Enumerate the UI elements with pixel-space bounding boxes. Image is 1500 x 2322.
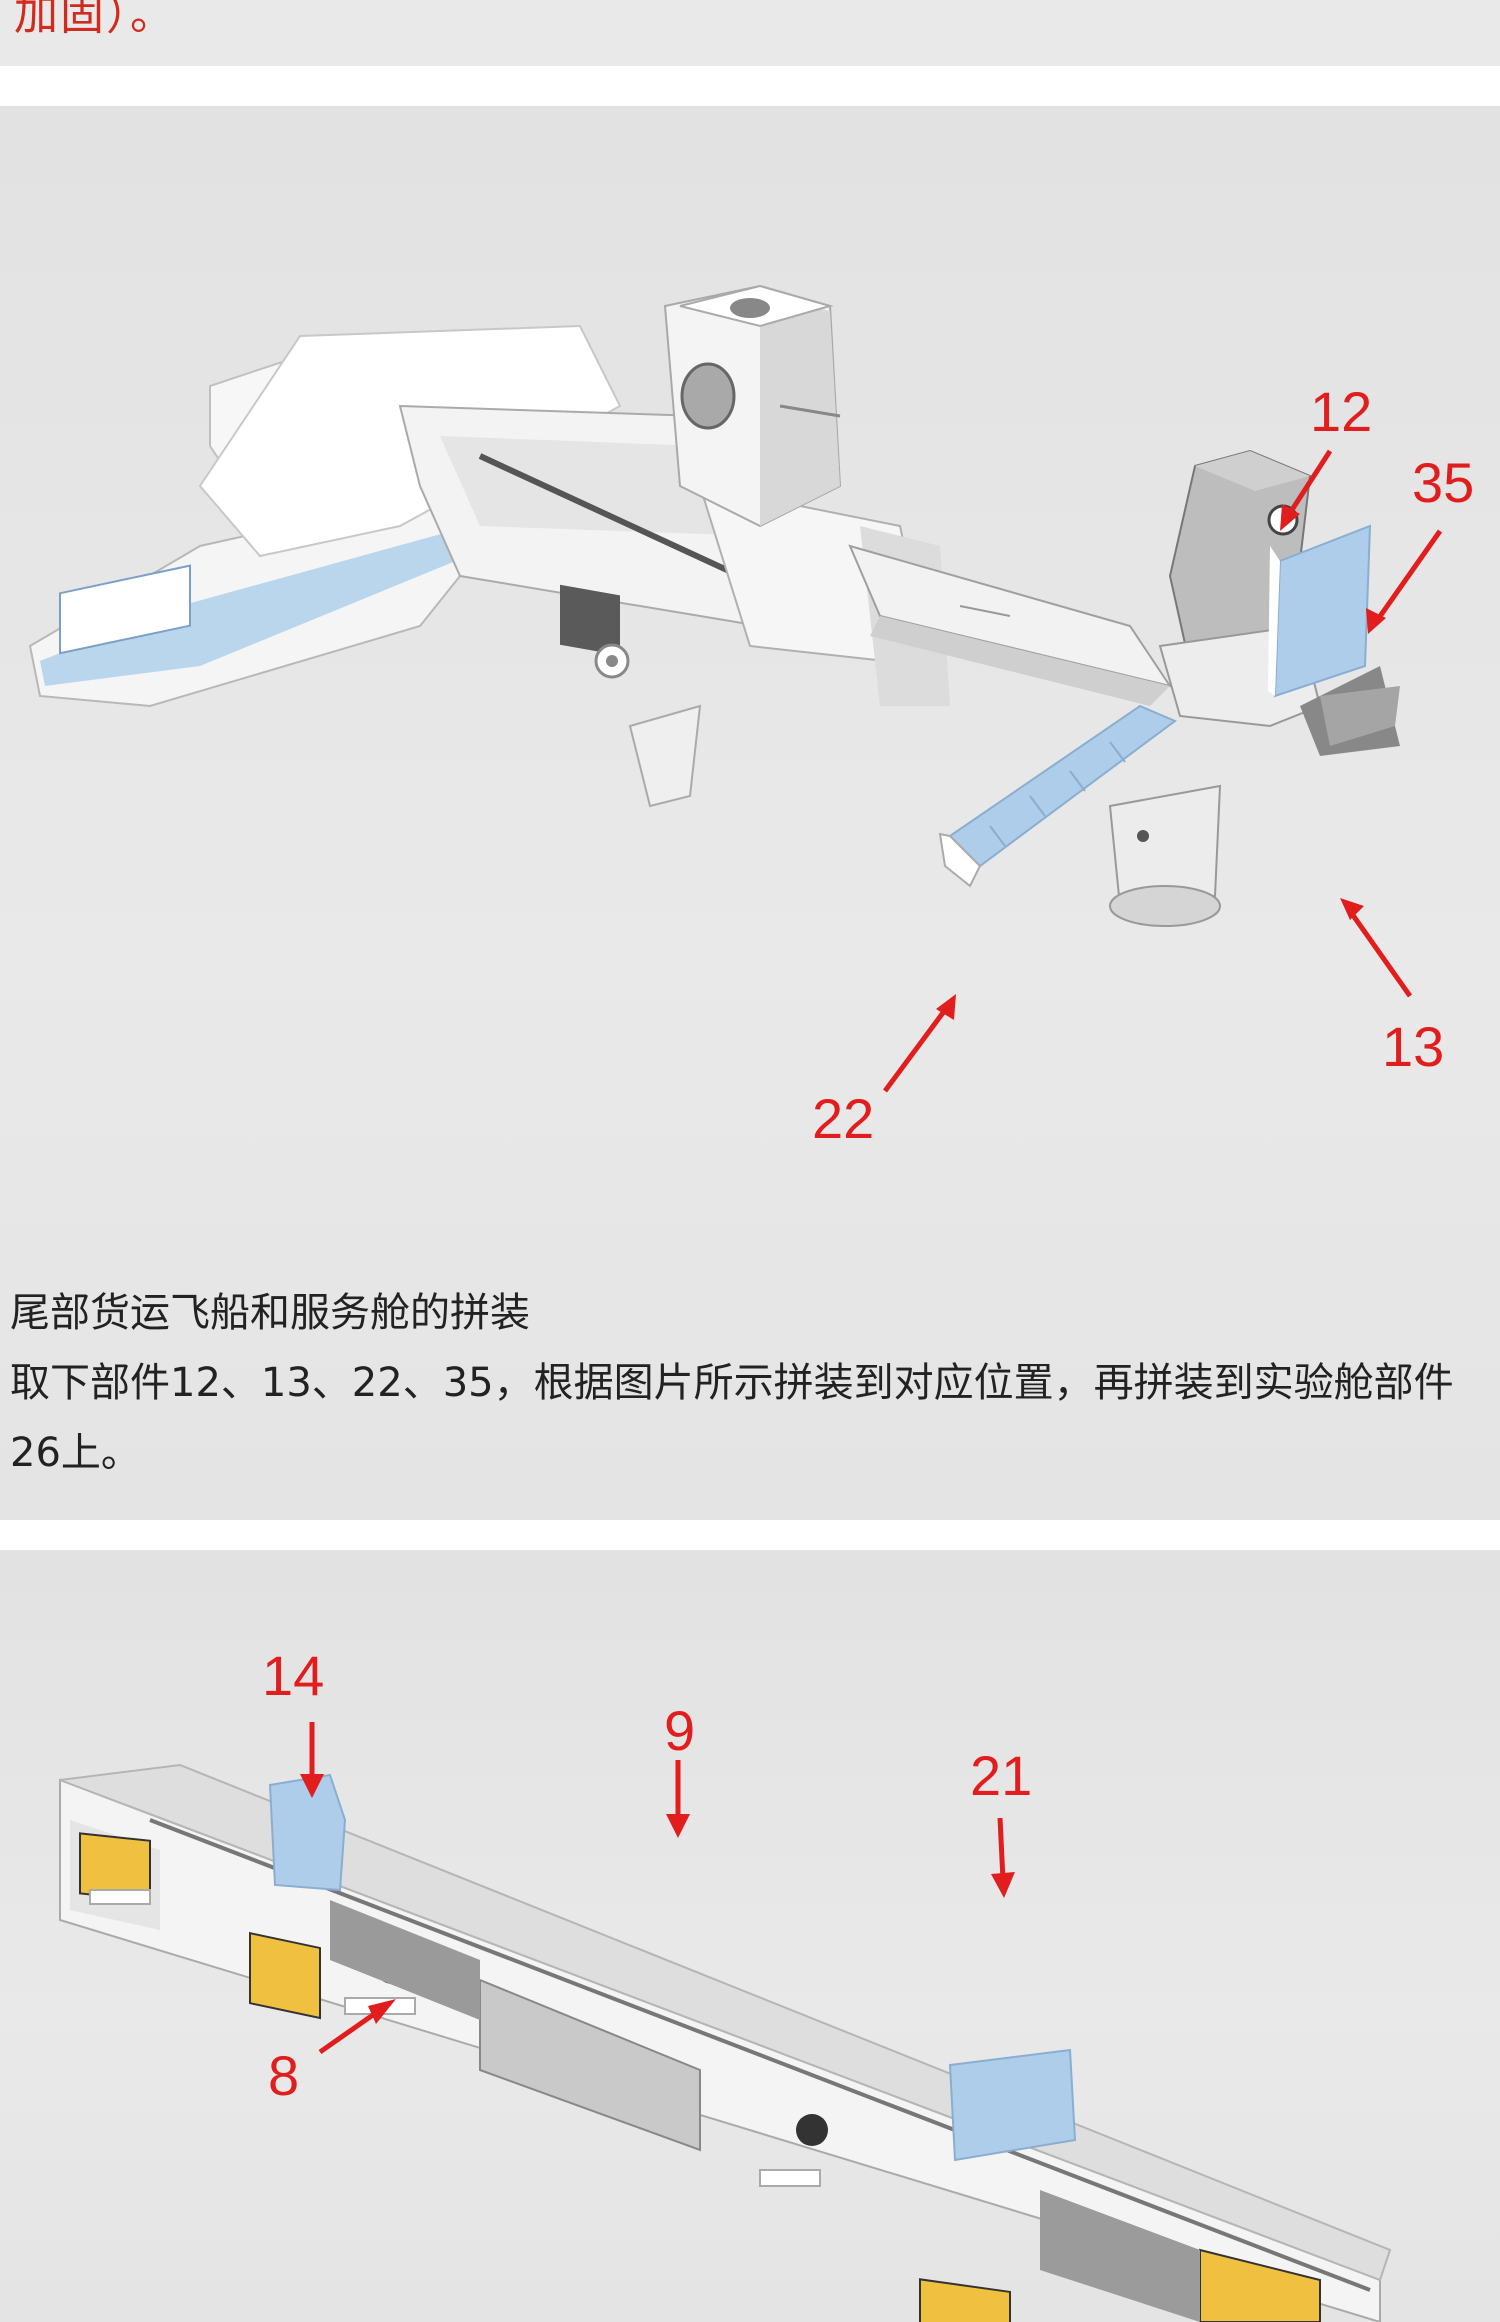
solar-panel-22 (938, 704, 1177, 888)
step1-panel: 12 35 13 22 尾部货运飞船和服务舱的拼装 取下部件12、13、22、3… (0, 106, 1500, 1520)
section-divider (0, 1520, 1500, 1550)
callout-label-35: 35 (1412, 451, 1474, 514)
panel-21 (948, 2048, 1077, 2162)
lower-pod (1108, 784, 1222, 927)
callout-label-12: 12 (1310, 380, 1372, 443)
docking-ring (594, 643, 702, 808)
step1-model-photo: 12 35 13 22 (28, 284, 1474, 1150)
connecting-beam (848, 544, 1173, 706)
callout-arrows (309, 1722, 1006, 2055)
top-caption-text: 加固）。 (14, 0, 176, 40)
section-divider (0, 66, 1500, 106)
step2-panel: 14 9 21 8 (0, 1550, 1500, 2322)
step1-instructions: 尾部货运飞船和服务舱的拼装 取下部件12、13、22、35，根据图片所示拼装到对… (10, 1278, 1490, 1488)
callout-arrowheads (936, 504, 1386, 1020)
long-module (59, 1763, 1392, 2322)
panel-14 (268, 1773, 347, 1892)
step2-model-photo: 14 9 21 8 (59, 1644, 1392, 2322)
callout-label-21: 21 (970, 1744, 1032, 1807)
solar-panel-35 (1268, 524, 1372, 698)
callout-label-14: 14 (262, 1644, 324, 1707)
callout-label-13: 13 (1382, 1015, 1444, 1078)
step1-title: 尾部货运飞船和服务舱的拼装 (10, 1290, 530, 1336)
callout-arrowheads (300, 1774, 1015, 2024)
callout-label-8: 8 (268, 2044, 299, 2107)
callout-label-9: 9 (664, 1699, 695, 1762)
callout-label-22: 22 (812, 1087, 874, 1150)
callout-arrows (882, 449, 1443, 1093)
top-caption-strip: 加固）。 (0, 0, 1500, 66)
tower-module (663, 284, 842, 528)
step1-body: 取下部件12、13、22、35，根据图片所示拼装到对应位置，再拼装到实验舱部件2… (10, 1360, 1454, 1476)
